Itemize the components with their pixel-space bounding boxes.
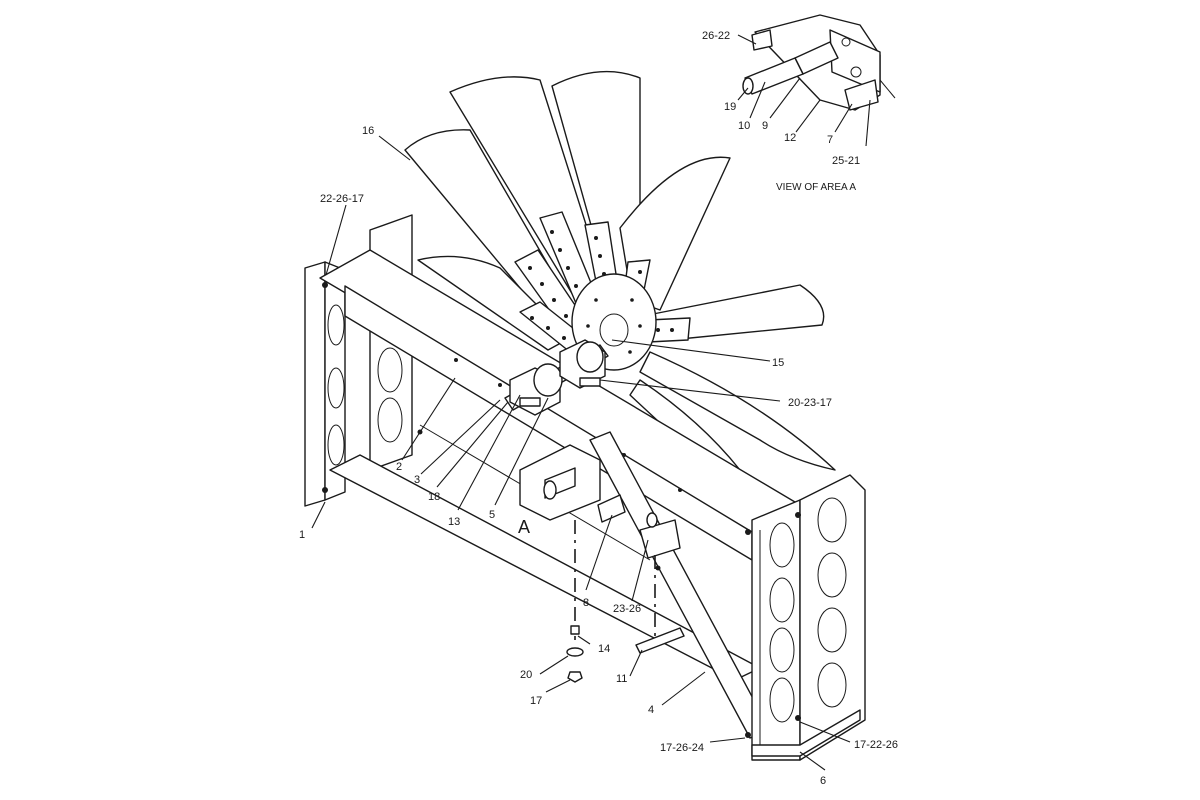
callout-6: 6 bbox=[820, 775, 826, 787]
callout-15: 15 bbox=[772, 357, 784, 369]
callout-2: 2 bbox=[396, 461, 402, 473]
shaft-bearing-assembly bbox=[504, 339, 609, 416]
callout-26-22: 26-22 bbox=[702, 30, 730, 42]
callout-labels: 16 22-26-17 1 2 3 18 13 5 A 15 20-23-17 … bbox=[299, 30, 898, 787]
callout-14: 14 bbox=[598, 643, 610, 655]
callout-25-21: 25-21 bbox=[832, 155, 860, 167]
callout-20: 20 bbox=[520, 669, 532, 681]
callout-10: 10 bbox=[738, 120, 750, 132]
callout-12: 12 bbox=[784, 132, 796, 144]
callout-4: 4 bbox=[648, 704, 654, 716]
fan-assembly bbox=[404, 70, 836, 471]
leader-lines bbox=[311, 34, 871, 771]
callout-5: 5 bbox=[489, 509, 495, 521]
inset-view-area-a bbox=[742, 14, 896, 111]
callout-13: 13 bbox=[448, 516, 460, 528]
loose-hardware bbox=[566, 625, 685, 683]
area-a-bracket bbox=[519, 444, 681, 559]
callout-7: 7 bbox=[827, 134, 833, 146]
callout-19: 19 bbox=[724, 101, 736, 113]
callout-22-26-17: 22-26-17 bbox=[320, 193, 364, 205]
callout-16: 16 bbox=[362, 125, 374, 137]
callout-20-23-17: 20-23-17 bbox=[788, 397, 832, 409]
inset-caption: VIEW OF AREA A bbox=[776, 182, 856, 193]
callout-17: 17 bbox=[530, 695, 542, 707]
callout-18: 18 bbox=[428, 491, 440, 503]
callout-9: 9 bbox=[762, 120, 768, 132]
callout-23-26: 23-26 bbox=[613, 603, 641, 615]
callout-17-26-24: 17-26-24 bbox=[660, 742, 704, 754]
callout-3: 3 bbox=[414, 474, 420, 486]
callout-11: 11 bbox=[616, 673, 627, 685]
callout-17-22-26: 17-22-26 bbox=[854, 739, 898, 751]
area-a-label: A bbox=[518, 517, 530, 537]
callout-8: 8 bbox=[583, 597, 589, 609]
callout-1: 1 bbox=[299, 529, 305, 541]
